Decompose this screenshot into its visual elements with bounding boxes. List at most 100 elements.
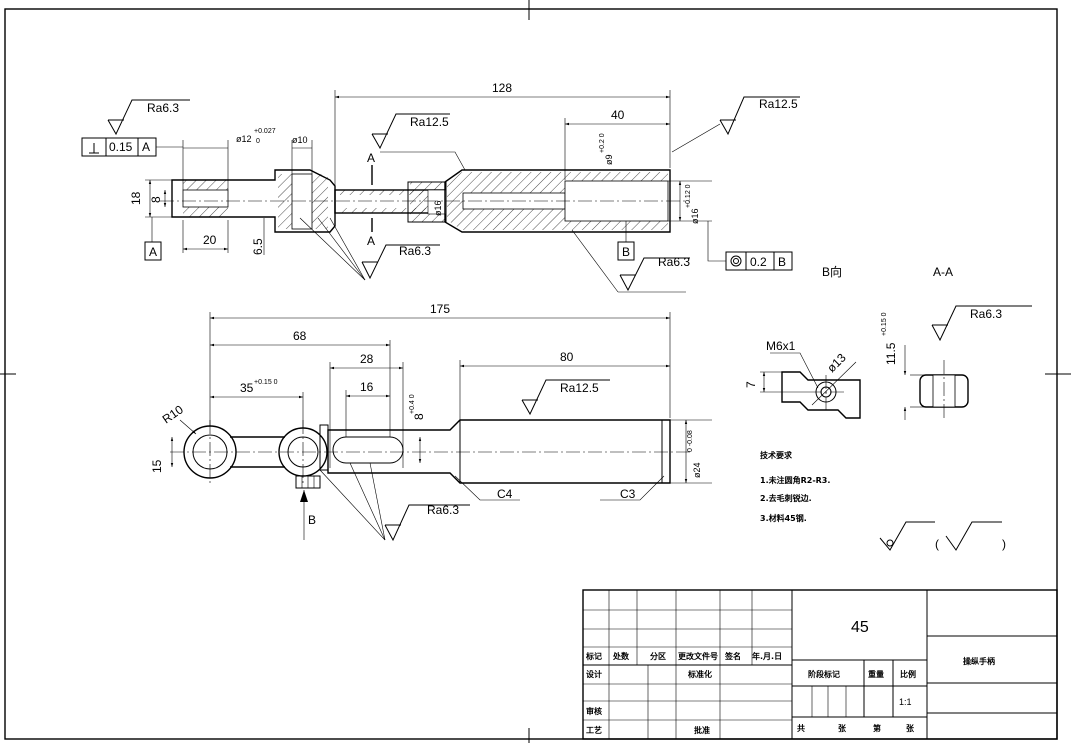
- technical-notes: 技术要求 1.未注圆角R2-R3. 2.去毛刺锐边. 3.材料45钢.: [760, 450, 830, 523]
- roughness-other: ( ): [879, 521, 1006, 551]
- dim-68: 68: [293, 329, 307, 343]
- roughness-r4: Ra6.3: [299, 217, 440, 281]
- conc-datum: B: [778, 255, 786, 269]
- dim-phi16-right: ø16: [690, 208, 700, 224]
- svg-text:处数: 处数: [612, 651, 630, 661]
- svg-text:Ra6.3: Ra6.3: [658, 255, 690, 269]
- dim-r10: R10: [160, 402, 186, 426]
- svg-text:张: 张: [906, 724, 915, 733]
- dim-8: 8: [149, 196, 163, 203]
- svg-text:签名: 签名: [724, 651, 741, 661]
- dim-6-5: 6.5: [251, 238, 265, 255]
- dim-7: 7: [744, 381, 758, 388]
- svg-text:Ra12.5: Ra12.5: [759, 97, 798, 111]
- dim-35-tol: +0.15 0: [254, 379, 278, 386]
- note-1: 1.未注圆角R2-R3.: [760, 475, 830, 485]
- svg-text:分区: 分区: [650, 651, 666, 661]
- svg-text:阶段标记: 阶段标记: [808, 669, 840, 679]
- roughness-r6: Ra12.5: [521, 379, 610, 416]
- conc-value: 0.2: [750, 255, 767, 269]
- dim-phi16: ø16: [433, 200, 443, 216]
- chamfer-c4: C4: [497, 487, 513, 501]
- dim-phi12: ø12: [236, 134, 252, 144]
- note-2: 2.去毛刺锐边.: [760, 493, 812, 503]
- dim-11-5-tol: +0.15 0: [881, 312, 888, 336]
- roughness-r5: Ra6.3: [571, 229, 690, 293]
- svg-text:设计: 设计: [586, 669, 602, 679]
- datum-b-label: B: [622, 245, 630, 259]
- roughness-r1: Ra6.3: [107, 99, 190, 136]
- svg-text:第: 第: [873, 723, 881, 733]
- roughness-r8: Ra6.3: [931, 305, 1032, 342]
- svg-text:Ra6.3: Ra6.3: [427, 503, 459, 517]
- svg-text:标准化: 标准化: [687, 669, 712, 679]
- svg-text:(: (: [935, 537, 939, 551]
- view-b: B向 M6x1 ø13 7: [744, 264, 861, 419]
- svg-text:批准: 批准: [694, 725, 710, 735]
- section-mark-a-bottom: A: [367, 234, 375, 248]
- svg-text:Ra6.3: Ra6.3: [399, 244, 431, 258]
- scale-value: 1:1: [899, 697, 912, 707]
- top-dimensions: 128 40 ø12 +0.027 0 ø10 18 8 20 6.5 ø16 …: [129, 81, 712, 255]
- perp-value: 0.15: [109, 140, 133, 154]
- dim-phi9-tol: +0.2 0: [599, 133, 606, 153]
- svg-text:Ra12.5: Ra12.5: [410, 115, 449, 129]
- dim-phi24-tol: 0 -0.08: [687, 430, 694, 452]
- view-arrow-b: B: [308, 513, 316, 527]
- roughness-r2: Ra12.5: [371, 113, 466, 171]
- svg-text:年.月.日: 年.月.日: [752, 651, 782, 661]
- svg-text:比例: 比例: [900, 669, 916, 679]
- material-value: 45: [851, 619, 869, 636]
- bottom-front-view: [170, 419, 690, 489]
- view-b-label: B向: [822, 264, 842, 279]
- dim-15: 15: [150, 459, 164, 473]
- dim-80: 80: [560, 350, 574, 364]
- datum-a-box: A: [144, 217, 162, 261]
- svg-text:重量: 重量: [868, 669, 884, 679]
- svg-text:更改文件号: 更改文件号: [678, 651, 718, 661]
- dim-18: 18: [129, 191, 143, 205]
- perpendicularity-frame: 0.15 A: [81, 137, 183, 157]
- dim-m6: M6x1: [766, 339, 796, 353]
- roughness-r3: Ra12.5: [671, 96, 800, 153]
- dim-phi16-right-tol: +0.12 0: [685, 184, 692, 208]
- roughness-r7: Ra6.3: [319, 462, 470, 542]
- svg-text:Ra6.3: Ra6.3: [970, 307, 1002, 321]
- section-aa: A-A 11.5 +0.15 0: [881, 265, 969, 420]
- svg-text:共: 共: [797, 723, 805, 733]
- svg-text:工艺: 工艺: [586, 725, 602, 735]
- notes-title: 技术要求: [760, 450, 793, 460]
- dim-8-slot-tol: +0.4 0: [409, 394, 416, 414]
- section-aa-label: A-A: [933, 265, 953, 279]
- svg-text:Ra6.3: Ra6.3: [147, 101, 179, 115]
- dim-28: 28: [360, 352, 374, 366]
- perp-datum: A: [142, 140, 150, 154]
- svg-text:Ra12.5: Ra12.5: [560, 381, 599, 395]
- svg-text:审核: 审核: [586, 706, 602, 716]
- part-name: 操纵手柄: [963, 656, 995, 666]
- dim-128: 128: [492, 81, 512, 95]
- dim-11-5: 11.5: [884, 342, 898, 365]
- bottom-dimensions: 175 68 28 16 80 35 +0.15 0 8 +0.4 0 R10 …: [150, 302, 712, 540]
- dim-16: 16: [360, 380, 374, 394]
- concentricity-frame: 0.2 B: [707, 221, 793, 271]
- section-mark-a-top: A: [367, 151, 375, 165]
- dim-phi24: ø24: [692, 462, 702, 478]
- svg-text:张: 张: [838, 724, 847, 733]
- datum-a-label: A: [149, 245, 157, 259]
- dim-20: 20: [203, 233, 217, 247]
- dim-phi12-tol-up: +0.027: [254, 128, 276, 135]
- dim-8-slot: 8: [412, 413, 426, 420]
- svg-text:标记: 标记: [585, 651, 602, 661]
- svg-text:): ): [1002, 537, 1006, 551]
- note-3: 3.材料45钢.: [760, 513, 807, 523]
- chamfer-c3: C3: [620, 487, 636, 501]
- title-block: 45 操纵手柄 1:1 标记 处数 分区 更改文件号 签名 年.月.日 设计 标…: [582, 589, 1058, 740]
- dim-phi13: ø13: [824, 350, 849, 375]
- dim-35: 35: [240, 381, 254, 395]
- dim-phi10: ø10: [292, 135, 308, 145]
- dim-175: 175: [430, 302, 450, 316]
- dim-phi12-tol-lo: 0: [256, 138, 260, 145]
